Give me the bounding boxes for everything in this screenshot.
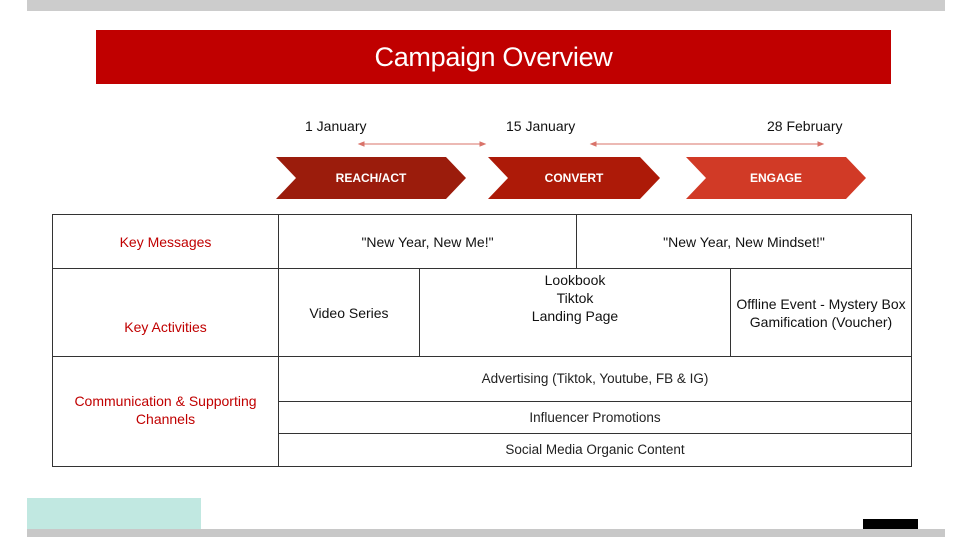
phase-label: ENGAGE xyxy=(749,171,802,185)
page-title: Campaign Overview xyxy=(374,41,613,72)
row-channel-1: Communication & Supporting Channels Adve… xyxy=(52,356,912,467)
activity-offline: Offline Event - Mystery Box Gamification… xyxy=(730,268,912,357)
campaign-table: Key Messages "New Year, New Me!" "New Ye… xyxy=(52,214,912,467)
date-start: 1 January xyxy=(305,118,367,134)
timeline-arrows xyxy=(357,141,825,147)
timeline-arrowhead-right-2 xyxy=(817,141,825,147)
row-key-messages: Key Messages "New Year, New Me!" "New Ye… xyxy=(52,214,912,269)
date-end: 28 February xyxy=(767,118,843,134)
channel-influencer: Influencer Promotions xyxy=(278,401,912,434)
message-phase-2: "New Year, New Mindset!" xyxy=(576,214,912,269)
phase-reach-act: REACH/ACT xyxy=(276,157,466,199)
row-label-key-messages: Key Messages xyxy=(52,214,279,269)
row-key-activities: Key Activities Video Series Lookbook Tik… xyxy=(52,268,912,357)
phase-label: REACH/ACT xyxy=(335,171,407,185)
phase-convert: CONVERT xyxy=(488,157,660,199)
bottom-border-bar xyxy=(27,529,945,537)
top-border-bar xyxy=(27,0,945,11)
row-channel-2: Influencer Promotions xyxy=(53,401,912,434)
activity-digital: Lookbook Tiktok Landing Page xyxy=(419,268,731,357)
message-phase-1: "New Year, New Me!" xyxy=(278,214,577,269)
channel-organic: Social Media Organic Content xyxy=(278,433,912,467)
black-decor-block xyxy=(863,519,918,529)
chevron-shape xyxy=(686,157,866,199)
phase-label: CONVERT xyxy=(544,171,604,185)
date-mid: 15 January xyxy=(506,118,576,134)
timeline-arrowhead-right-1 xyxy=(479,141,487,147)
activity-video-series: Video Series xyxy=(278,268,420,357)
chevron-shape xyxy=(488,157,660,199)
timeline-arrowhead-left-2 xyxy=(589,141,597,147)
channel-advertising: Advertising (Tiktok, Youtube, FB & IG) xyxy=(278,356,912,402)
title-banner: Campaign Overview xyxy=(96,30,891,84)
row-label-key-activities: Key Activities xyxy=(52,268,279,357)
teal-decor-block xyxy=(27,498,201,529)
chevron-shape xyxy=(276,157,466,199)
timeline-arrowhead-left-1 xyxy=(357,141,365,147)
row-label-channels: Communication & Supporting Channels xyxy=(52,356,279,467)
phase-engage: ENGAGE xyxy=(686,157,866,199)
row-channel-3: Social Media Organic Content xyxy=(53,433,912,467)
